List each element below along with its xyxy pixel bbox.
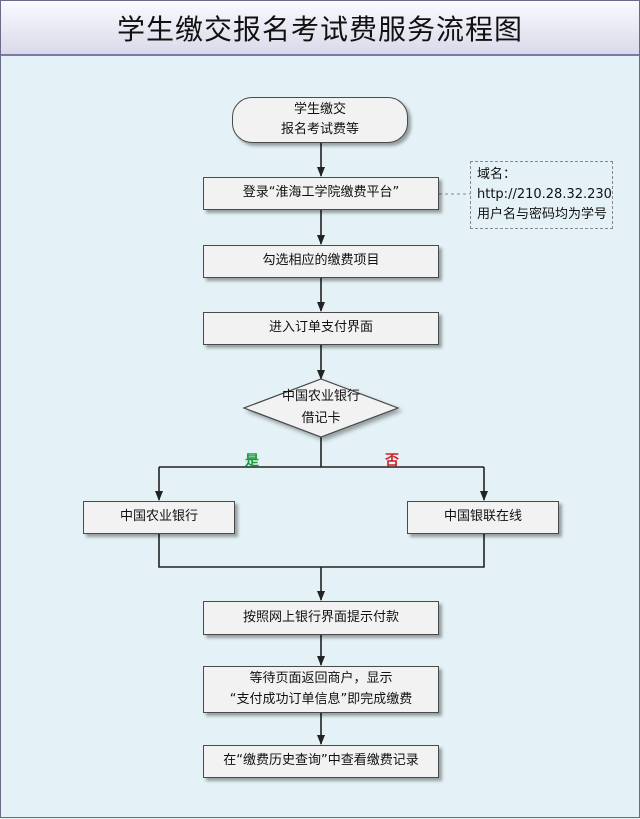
start-line-1: 学生缴交 — [293, 101, 346, 117]
step-order-label: 进入订单支付界面 — [268, 320, 373, 336]
decision-line-2: 借记卡 — [301, 411, 341, 426]
step-pay-label: 按照网上银行界面提示付款 — [242, 609, 399, 625]
step-login: 登录“淮海工学院缴费平台” — [203, 177, 439, 210]
step-select-label: 勾选相应的缴费项目 — [262, 253, 380, 269]
decision-line-1: 中国农业银行 — [281, 388, 360, 404]
step-wait-line-2: “支付成功订单信息”即完成缴费 — [229, 691, 413, 707]
branch-no-label: 否 — [385, 453, 399, 469]
step-pay: 按照网上银行界面提示付款 — [203, 601, 439, 635]
note-line-3: 用户名与密码均为学号 — [477, 207, 608, 222]
step-wait-line-1: 等待页面返回商户，显示 — [249, 671, 393, 687]
step-login-label: 登录“淮海工学院缴费平台” — [242, 185, 400, 201]
note-line-1: 域名： — [477, 167, 517, 182]
step-unionpay: 中国银联在线 — [407, 501, 559, 534]
step-history-label: 在“缴费历史查询”中查看缴费记录 — [223, 753, 419, 769]
start-terminal: 学生缴交 报名考试费等 — [232, 97, 408, 143]
step-abc-label: 中国农业银行 — [119, 509, 198, 525]
note-url: http://210.28.32.230 — [477, 187, 612, 202]
decision-text: 中国农业银行 借记卡 — [264, 389, 378, 426]
step-select-items: 勾选相应的缴费项目 — [203, 245, 439, 278]
branch-yes-label: 是 — [245, 453, 259, 469]
decision-diamond — [242, 378, 400, 438]
step-unionpay-label: 中国银联在线 — [443, 509, 522, 525]
start-line-2: 报名考试费等 — [280, 122, 359, 137]
step-abc-bank: 中国农业银行 — [83, 501, 235, 534]
header-bar: 学生缴交报名考试费服务流程图 — [1, 1, 639, 56]
step-history: 在“缴费历史查询”中查看缴费记录 — [203, 745, 439, 778]
step-order-payment: 进入订单支付界面 — [203, 312, 439, 345]
domain-note: 域名： http://210.28.32.230 用户名与密码均为学号 — [470, 161, 613, 229]
page-title: 学生缴交报名考试费服务流程图 — [116, 12, 523, 46]
step-wait-return: 等待页面返回商户，显示 “支付成功订单信息”即完成缴费 — [203, 666, 439, 713]
merge-line — [158, 534, 485, 568]
